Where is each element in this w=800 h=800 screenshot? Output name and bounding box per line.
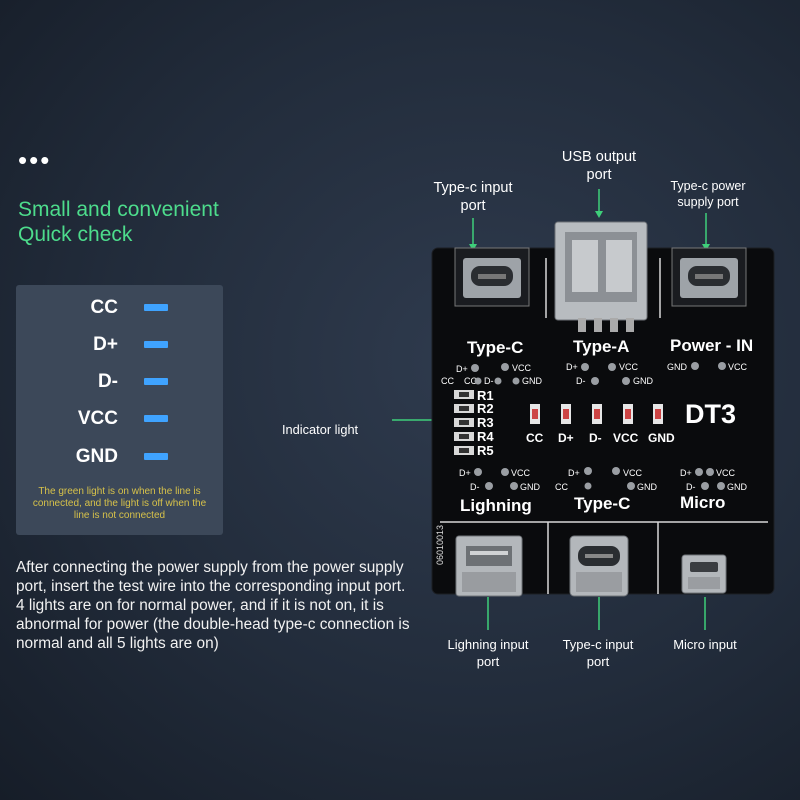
legend-row-gnd: GND	[16, 443, 223, 471]
legend-label: D-	[97, 371, 118, 392]
headline: Small and convenient Quick check	[18, 197, 318, 247]
pin-label: VCC	[512, 363, 532, 373]
pin-label: D+	[566, 362, 578, 372]
pin-label: GND	[637, 482, 658, 492]
description-text: After connecting the power supply from t…	[16, 559, 410, 652]
pin-label: D-	[686, 482, 696, 492]
test-pads	[471, 362, 726, 490]
resistor-label: R1	[477, 388, 494, 403]
legend-note: The green light is on when the line is c…	[32, 486, 207, 521]
section-label-lightning: Lighning	[460, 496, 532, 515]
callout-usb-output: USB output port	[561, 149, 637, 183]
legend-panel: CC D+ D- VCC GND The green light is on w…	[16, 285, 223, 535]
pin-label: VCC	[728, 362, 748, 372]
led-label: GND	[648, 431, 675, 445]
pin-label: VCC	[716, 468, 736, 478]
resistor-label: R5	[477, 443, 494, 458]
typec-bottom-connector	[569, 535, 629, 597]
legend-label: GND	[75, 446, 118, 467]
resistor-column	[454, 390, 474, 455]
headline-line-1: Small and convenient	[18, 198, 219, 221]
pin-label: CC	[441, 376, 454, 386]
callout-typec-power: Type-c power supply port	[670, 179, 746, 209]
legend-row-dminus: D-	[16, 368, 223, 396]
callout-typec-input: Type-c input port	[433, 180, 513, 214]
headline-line-2: Quick check	[18, 223, 133, 246]
section-label-typec2: Type-C	[574, 494, 630, 513]
legend-label: D+	[93, 334, 118, 355]
pin-label: VCC	[623, 468, 643, 478]
blue-light-icon	[144, 415, 168, 422]
callout-indicator-light: Indicator light	[282, 422, 359, 437]
legend-label: CC	[90, 297, 118, 318]
pin-label: CC	[555, 482, 568, 492]
callout-lightning-input: Lighning input port	[447, 637, 529, 669]
blue-light-icon	[144, 341, 168, 348]
resistor-label: R3	[477, 415, 494, 430]
silkscreen-dividers	[440, 258, 768, 594]
pin-label: CC	[464, 376, 477, 386]
blue-light-icon	[144, 453, 168, 460]
micro-usb-connector	[681, 554, 727, 594]
pin-label: D-	[576, 376, 586, 386]
led-label: D+	[558, 431, 574, 445]
led-label: VCC	[613, 431, 639, 445]
typec-input-connector	[454, 247, 530, 307]
led-label: CC	[526, 431, 544, 445]
pin-label: GND	[520, 482, 541, 492]
pin-label: D+	[459, 468, 471, 478]
pin-label: GND	[667, 362, 688, 372]
serial-number: 06010013	[435, 525, 445, 565]
blue-light-icon	[144, 304, 168, 311]
ellipsis-dots: •••	[18, 145, 52, 175]
section-label-power-in: Power - IN	[670, 336, 753, 355]
resistor-label: R4	[477, 429, 494, 444]
led-label: D-	[589, 431, 602, 445]
pin-label: D-	[484, 376, 494, 386]
legend-row-cc: CC	[16, 294, 223, 322]
pin-label: GND	[727, 482, 748, 492]
pin-label: D-	[470, 482, 480, 492]
section-label-typec: Type-C	[467, 338, 523, 357]
callout-lines	[392, 189, 710, 630]
legend-label: VCC	[77, 408, 118, 429]
pin-label: GND	[633, 376, 654, 386]
resistor-label: R2	[477, 401, 494, 416]
pin-label: VCC	[511, 468, 531, 478]
pin-label: GND	[522, 376, 543, 386]
pin-label: D+	[456, 364, 468, 374]
usb-a-output-connector	[554, 221, 648, 332]
pin-label: D+	[568, 468, 580, 478]
legend-row-vcc: VCC	[16, 405, 223, 433]
pin-label: VCC	[619, 362, 639, 372]
pin-label: D+	[680, 468, 692, 478]
callout-micro-input: Micro input	[673, 637, 737, 652]
indicator-leds	[530, 404, 663, 424]
section-label-typea: Type-A	[573, 337, 629, 356]
typec-power-connector	[671, 247, 747, 307]
lightning-connector	[455, 535, 523, 597]
blue-light-icon	[144, 378, 168, 385]
model-label: DT3	[685, 399, 736, 429]
callout-typec-input-bottom: Type-c input port	[562, 637, 634, 669]
section-label-micro: Micro	[680, 493, 725, 512]
legend-row-dplus: D+	[16, 331, 223, 359]
